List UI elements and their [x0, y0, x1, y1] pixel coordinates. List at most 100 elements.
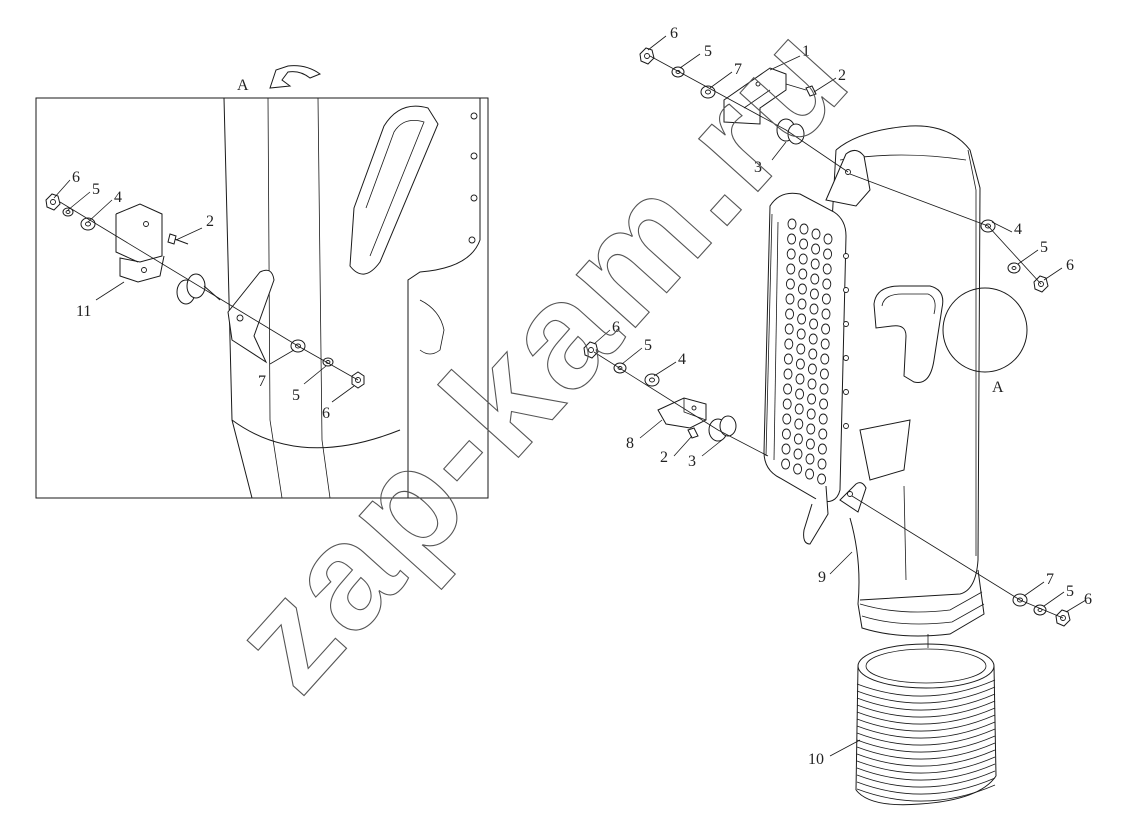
perforation-hole	[782, 413, 792, 425]
callout-detail-4: 4	[114, 189, 122, 206]
callout-detail-5: 5	[92, 181, 100, 198]
perforation-hole	[787, 233, 797, 245]
perforation-hole	[809, 303, 819, 315]
perforation-hole	[809, 318, 819, 330]
drain-valve	[803, 485, 829, 545]
perforation-hole	[795, 388, 805, 400]
callout-mid-8: 8	[626, 435, 634, 452]
perforation-hole	[781, 443, 791, 455]
mid-bracket-8	[657, 397, 707, 429]
detail-callout-circle	[942, 287, 1028, 373]
callout-top-3: 3	[754, 159, 762, 176]
hose-rib	[856, 686, 996, 704]
view-direction-arrow	[269, 65, 322, 89]
perforation-hole	[783, 353, 793, 365]
callout-mid-5: 5	[644, 337, 652, 354]
hose-rib	[856, 756, 996, 774]
perforation-hole	[799, 238, 809, 250]
perforation-hole	[786, 248, 796, 260]
callout-mid-3: 3	[688, 453, 696, 470]
perforation-hole	[819, 383, 829, 395]
perforation-hole	[786, 263, 796, 275]
perforation-hole	[793, 448, 803, 460]
callout-mid-2: 2	[660, 449, 668, 466]
perforation-hole	[806, 408, 816, 420]
detail-view-a: A	[35, 65, 489, 499]
callout-bottom-5: 5	[1066, 583, 1074, 600]
perforation-hole	[795, 373, 805, 385]
detail-washer-4	[80, 217, 96, 231]
perforation-hole	[809, 288, 819, 300]
perforation-hole	[808, 348, 818, 360]
perforation-hole	[794, 418, 804, 430]
callout-top-6: 6	[670, 25, 678, 42]
callout-right-5: 5	[1040, 239, 1048, 256]
callout-right-6: 6	[1066, 257, 1074, 274]
perforation-hole	[810, 273, 820, 285]
outlet-elbow-9	[849, 517, 985, 637]
perforation-hole	[819, 398, 829, 410]
perforation-hole	[805, 438, 815, 450]
perforation-hole	[783, 383, 793, 395]
callout-right-4: 4	[1014, 221, 1022, 238]
detail-rubber-mount-3	[176, 273, 221, 305]
perforation-hole	[810, 258, 820, 270]
perforation-hole	[783, 368, 793, 380]
perforation-hole	[805, 453, 815, 465]
perforation-hole	[782, 398, 792, 410]
middle-fasteners	[583, 341, 769, 457]
detail-bolt-2	[167, 233, 189, 245]
perforation-hole	[821, 293, 831, 305]
callout-top-5: 5	[704, 43, 712, 60]
perforation-hole	[821, 323, 831, 335]
detail-frame	[35, 97, 489, 499]
mid-bolt-2	[687, 427, 699, 439]
air-filter-housing	[763, 125, 985, 637]
callout-bottom-10: 10	[808, 751, 824, 768]
perforation-hole	[807, 393, 817, 405]
perforation-hole	[785, 308, 795, 320]
perforation-hole	[781, 428, 791, 440]
hose-rib	[856, 721, 996, 739]
detail-handle-recess	[349, 105, 439, 275]
detail-washer-5	[62, 207, 74, 217]
hose-rib	[856, 749, 996, 767]
perforation-hole	[793, 433, 803, 445]
top-fasteners	[639, 47, 849, 173]
callout-mid-4: 4	[678, 351, 686, 368]
hose-rib	[856, 777, 996, 795]
callout-detail-5b: 5	[292, 387, 300, 404]
housing-mount-lug	[227, 269, 275, 364]
hose-rib	[856, 728, 996, 746]
perforation-hole	[795, 358, 805, 370]
perforation-hole	[784, 323, 794, 335]
lower-mount-lug	[839, 482, 867, 513]
perforation-hole	[822, 263, 832, 275]
perforation-hole	[807, 378, 817, 390]
hose-rib	[856, 784, 996, 802]
callout-detail-2: 2	[206, 213, 214, 230]
housing-handle-recess	[873, 285, 944, 384]
callout-top-1: 1	[802, 43, 810, 60]
top-mount-lug	[825, 150, 871, 207]
main-view: A	[583, 25, 1092, 806]
callout-mid-6: 6	[612, 319, 620, 336]
perforation-hole	[798, 253, 808, 265]
bottom-fasteners	[851, 495, 1071, 627]
perforation-hole	[822, 278, 832, 290]
perforation-hole	[820, 338, 830, 350]
perforation-hole	[823, 233, 833, 245]
perforation-hole	[793, 463, 803, 475]
callout-bottom-6: 6	[1084, 591, 1092, 608]
callout-detail-6b: 6	[322, 405, 330, 422]
perforation-hole	[811, 243, 821, 255]
perforation-hole	[823, 248, 833, 260]
callout-bottom-9: 9	[818, 569, 826, 586]
perforation-hole	[811, 228, 821, 240]
detail-bracket-11	[115, 203, 165, 283]
perforation-hole	[805, 468, 815, 480]
hose-rib	[856, 742, 996, 760]
hose-rib	[856, 707, 996, 725]
perforation-hole	[817, 443, 827, 455]
